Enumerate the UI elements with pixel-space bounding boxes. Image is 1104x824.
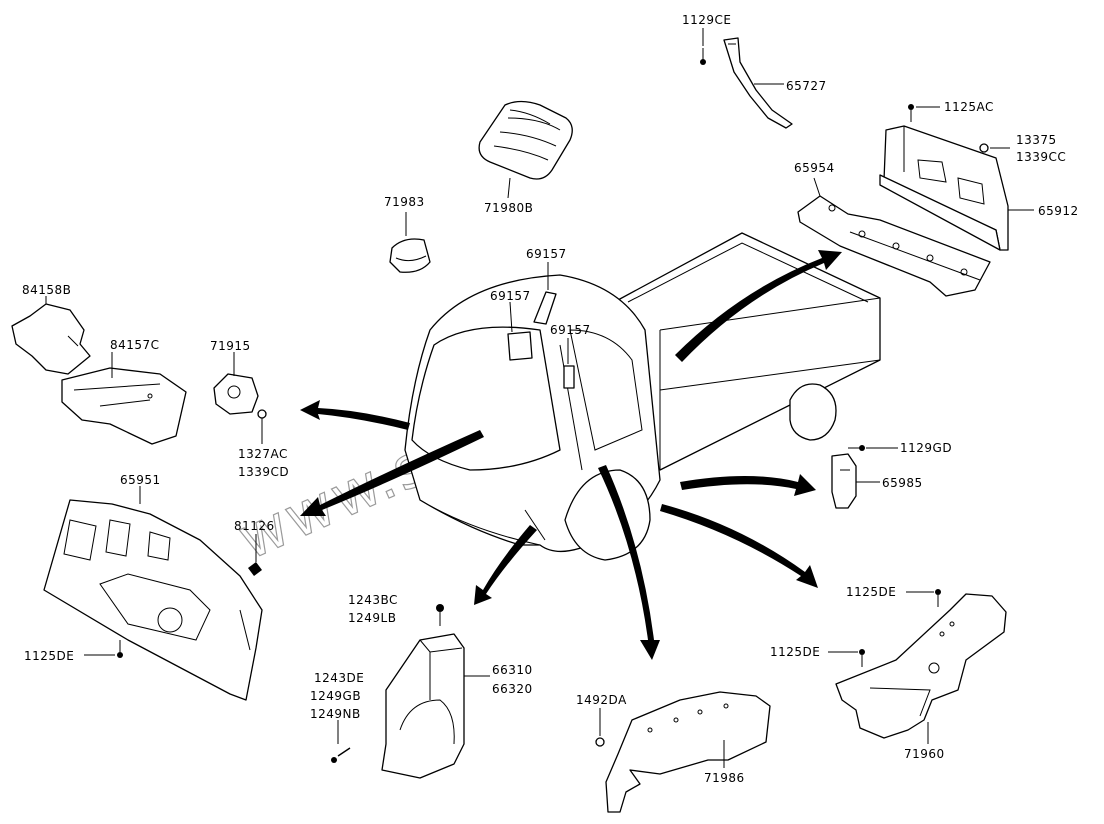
label-71986: 71986 <box>704 771 745 785</box>
label-1339CD: 1339CD <box>238 465 289 479</box>
bolt-icon <box>436 604 444 626</box>
label-65951: 65951 <box>120 473 161 487</box>
label-81126: 81126 <box>234 519 275 533</box>
label-1125DE-r2: 1125DE <box>770 645 820 659</box>
label-1249GB: 1249GB <box>310 689 361 703</box>
fastener-icon <box>595 737 605 747</box>
part-84157C-pad <box>61 367 187 445</box>
label-1125AC: 1125AC <box>944 100 994 114</box>
label-71960: 71960 <box>904 747 945 761</box>
label-1243BC: 1243BC <box>348 593 398 607</box>
part-71986-panel <box>605 691 771 813</box>
part-65727-bracket <box>723 37 793 129</box>
label-66310: 66310 <box>492 663 533 677</box>
part-71983-cap <box>389 238 431 273</box>
bolt-icon <box>908 104 914 122</box>
part-65985-bracket <box>831 453 857 509</box>
label-84158B: 84158B <box>22 283 71 297</box>
label-84157C: 84157C <box>110 338 160 352</box>
label-71983: 71983 <box>384 195 425 209</box>
part-84158B-pad <box>11 303 91 375</box>
part-65912-panel <box>879 125 1009 251</box>
arrows <box>300 250 842 660</box>
part-71980B-grille <box>478 100 573 180</box>
label-71980B: 71980B <box>484 201 533 215</box>
label-65954: 65954 <box>794 161 835 175</box>
part-71960-frame <box>835 593 1007 739</box>
label-65727: 65727 <box>786 79 827 93</box>
label-69157-left: 69157 <box>490 289 531 303</box>
bolt-icon <box>700 48 706 65</box>
bolt-icon <box>859 649 865 667</box>
label-1125DE-r1: 1125DE <box>846 585 896 599</box>
bolt-icon <box>935 589 941 607</box>
bolt-icon <box>848 445 865 451</box>
label-1129CE: 1129CE <box>682 13 732 27</box>
label-65912: 65912 <box>1038 204 1079 218</box>
label-1249NB: 1249NB <box>310 707 361 721</box>
label-1129GD: 1129GD <box>900 441 952 455</box>
label-1327AC: 1327AC <box>238 447 288 461</box>
fastener-icon <box>248 562 262 576</box>
label-13375: 13375 <box>1016 133 1057 147</box>
label-1492DA: 1492DA <box>576 693 627 707</box>
nut-icon <box>979 143 989 153</box>
nut-icon <box>257 409 267 419</box>
part-69157-sticker-right <box>563 365 575 389</box>
part-71915-block <box>213 373 259 415</box>
bolt-icon <box>331 747 351 763</box>
label-71915: 71915 <box>210 339 251 353</box>
bolt-icon <box>117 640 123 658</box>
part-66310-pillar <box>381 633 465 779</box>
label-1249LB: 1249LB <box>348 611 396 625</box>
label-1125DE-left: 1125DE <box>24 649 74 663</box>
part-65951-floor-panel <box>43 499 263 701</box>
label-1339CC: 1339CC <box>1016 150 1066 164</box>
label-1243DE: 1243DE <box>314 671 364 685</box>
label-65985: 65985 <box>882 476 923 490</box>
part-69157-sticker-top <box>533 291 557 325</box>
label-66320: 66320 <box>492 682 533 696</box>
truck-illustration <box>404 232 881 561</box>
part-65954-floor-strip <box>797 195 991 297</box>
label-69157-top: 69157 <box>526 247 567 261</box>
label-69157-right: 69157 <box>550 323 591 337</box>
part-69157-sticker-left <box>507 331 533 361</box>
